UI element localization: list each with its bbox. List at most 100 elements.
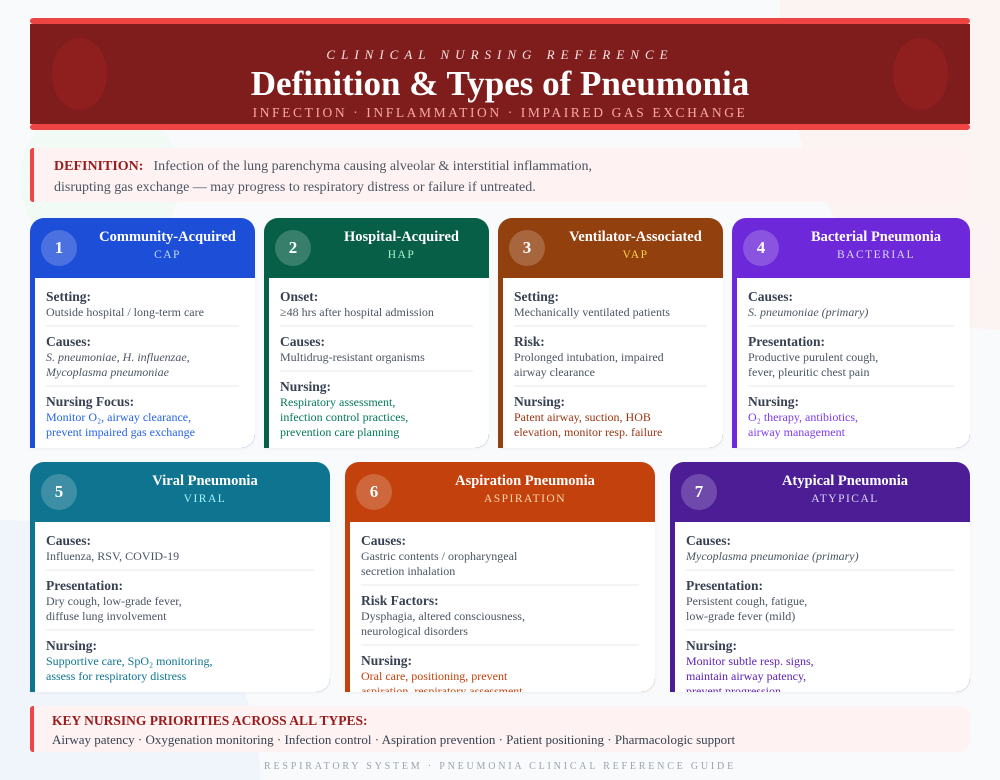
key-priorities-text: Airway patency · Oxygenation monitoring …	[52, 732, 736, 747]
card-title: Hospital-Acquired	[344, 229, 459, 245]
key-priorities-box: KEY NURSING PRIORITIES ACROSS ALL TYPES:…	[30, 706, 970, 752]
card-title: Community-Acquired	[99, 229, 236, 245]
section-label: Causes:	[46, 533, 92, 548]
section-label: Causes:	[361, 533, 407, 548]
definition-box: DEFINITION:Infection of the lung parench…	[30, 148, 970, 202]
card-section: Onset:≥48 hrs after hospital admission	[280, 288, 473, 327]
section-value: prevention care planning	[280, 425, 400, 439]
section-value: Supportive care, SpO₂ monitoring,	[46, 654, 213, 668]
card-header: 1 Community-Acquired CAP	[30, 218, 255, 278]
section-value: Dysphagia, altered consciousness,	[361, 609, 525, 623]
key-priorities-title: KEY NURSING PRIORITIES ACROSS ALL TYPES:	[52, 713, 368, 728]
card-abbreviation: ATYPICAL	[811, 493, 879, 505]
definition-text: Infection of the lung parenchyma causing…	[153, 159, 592, 174]
card-abbreviation: ASPIRATION	[483, 493, 567, 505]
card-section: Nursing:Respiratory assessment,infection…	[280, 378, 473, 445]
section-label: Causes:	[46, 334, 92, 349]
header-bottom-rule	[30, 124, 970, 130]
section-value: Mechanically ventilated patients	[514, 305, 670, 319]
section-value: elevation, monitor resp. failure	[514, 425, 663, 439]
card-abbreviation: VIRAL	[183, 493, 227, 505]
section-label: Causes:	[686, 533, 732, 548]
card-header: 6 Aspiration Pneumonia ASPIRATION	[345, 462, 655, 522]
section-label: Presentation:	[46, 578, 123, 593]
section-value: neurological disorders	[361, 624, 468, 638]
card-header: 3 Ventilator-Associated VAP	[498, 218, 723, 278]
card-section: Causes:Multidrug-resistant organisms	[280, 333, 473, 372]
section-label: Presentation:	[748, 334, 825, 349]
card-number-badge: 4	[743, 230, 779, 266]
section-value: Mycoplasma pneumoniae	[46, 365, 169, 379]
section-value: Prolonged intubation, impaired	[514, 350, 664, 364]
section-value: Respiratory assessment,	[280, 395, 396, 409]
section-label: Risk Factors:	[361, 593, 439, 608]
section-label: Risk:	[514, 334, 545, 349]
pneumonia-type-card: 4 Bacterial Pneumonia BACTERIAL Causes:S…	[732, 218, 970, 448]
section-label: Nursing:	[46, 638, 98, 653]
section-value: Outside hospital / long-term care	[46, 305, 204, 319]
section-value: secretion inhalation	[361, 564, 456, 578]
section-value: fever, pleuritic chest pain	[748, 365, 870, 379]
section-value: maintain airway patency,	[686, 669, 807, 683]
card-body: Causes:Mycoplasma pneumoniae (primary) P…	[675, 522, 970, 692]
card-body: Onset:≥48 hrs after hospital admission C…	[269, 278, 489, 448]
card-body: Setting:Mechanically ventilated patients…	[503, 278, 723, 448]
section-label: Setting:	[514, 289, 559, 304]
section-label: Nursing Focus:	[46, 394, 135, 409]
header-banner: CLINICAL NURSING REFERENCE Definition & …	[30, 24, 970, 124]
lung-icon	[52, 38, 107, 110]
section-value: Monitor O₂, airway clearance,	[46, 410, 192, 424]
card-section: Setting:Outside hospital / long-term car…	[46, 288, 239, 327]
section-label: Onset:	[280, 289, 319, 304]
card-header: 2 Hospital-Acquired HAP	[264, 218, 489, 278]
card-number-badge: 7	[681, 474, 717, 510]
pneumonia-type-card: 3 Ventilator-Associated VAP Setting:Mech…	[498, 218, 723, 448]
section-label: Nursing:	[514, 394, 566, 409]
pneumonia-type-card: 1 Community-Acquired CAP Setting:Outside…	[30, 218, 255, 448]
page-title: Definition & Types of Pneumonia	[250, 64, 750, 103]
card-section: Presentation:Persistent cough, fatigue,l…	[686, 577, 954, 631]
card-section: Causes:S. pneumoniae, H. influenzae,Myco…	[46, 333, 239, 387]
card-body: Causes:S. pneumoniae (primary) Presentat…	[737, 278, 970, 448]
section-value: Dry cough, low-grade fever,	[46, 594, 182, 608]
section-value: Influenza, RSV, COVID-19	[46, 549, 180, 563]
section-label: Causes:	[280, 334, 326, 349]
card-abbreviation: VAP	[622, 249, 649, 261]
section-value: S. pneumoniae (primary)	[748, 305, 869, 319]
card-number-badge: 2	[275, 230, 311, 266]
section-value: assess for respiratory distress	[46, 669, 187, 683]
pneumonia-type-card: 7 Atypical Pneumonia ATYPICAL Causes:Myc…	[670, 462, 970, 692]
card-section: Nursing:O₂ therapy, antibiotics,airway m…	[748, 393, 954, 445]
header-subtitle: INFECTION · INFLAMMATION · IMPAIRED GAS …	[252, 105, 748, 120]
card-header: 5 Viral Pneumonia VIRAL	[30, 462, 330, 522]
section-value: Persistent cough, fatigue,	[686, 594, 808, 608]
card-section: Nursing:Monitor subtle resp. signs,maint…	[686, 637, 954, 692]
card-section: Nursing:Supportive care, SpO₂ monitoring…	[46, 637, 314, 689]
pneumonia-type-card: 5 Viral Pneumonia VIRAL Causes:Influenza…	[30, 462, 330, 692]
card-header: 7 Atypical Pneumonia ATYPICAL	[670, 462, 970, 522]
section-value: S. pneumoniae, H. influenzae,	[46, 350, 190, 364]
card-section: Risk Factors:Dysphagia, altered consciou…	[361, 592, 639, 646]
section-value: diffuse lung involvement	[46, 609, 167, 623]
card-header: 4 Bacterial Pneumonia BACTERIAL	[732, 218, 970, 278]
pneumonia-type-card: 2 Hospital-Acquired HAP Onset:≥48 hrs af…	[264, 218, 489, 448]
section-value: ≥48 hrs after hospital admission	[280, 305, 434, 319]
section-value: prevent impaired gas exchange	[46, 425, 195, 439]
card-section: Causes:S. pneumoniae (primary)	[748, 288, 954, 327]
section-value: Gastric contents / oropharyngeal	[361, 549, 518, 563]
section-value: Mycoplasma pneumoniae (primary)	[686, 549, 859, 563]
section-label: Nursing:	[361, 653, 413, 668]
card-section: Setting:Mechanically ventilated patients	[514, 288, 707, 327]
section-label: Setting:	[46, 289, 91, 304]
section-label: Nursing:	[280, 379, 332, 394]
card-title: Aspiration Pneumonia	[455, 473, 595, 489]
card-title: Ventilator-Associated	[569, 229, 702, 245]
section-value: low-grade fever (mild)	[686, 609, 796, 623]
card-section: Causes:Influenza, RSV, COVID-19	[46, 532, 314, 571]
card-abbreviation: HAP	[387, 249, 416, 261]
